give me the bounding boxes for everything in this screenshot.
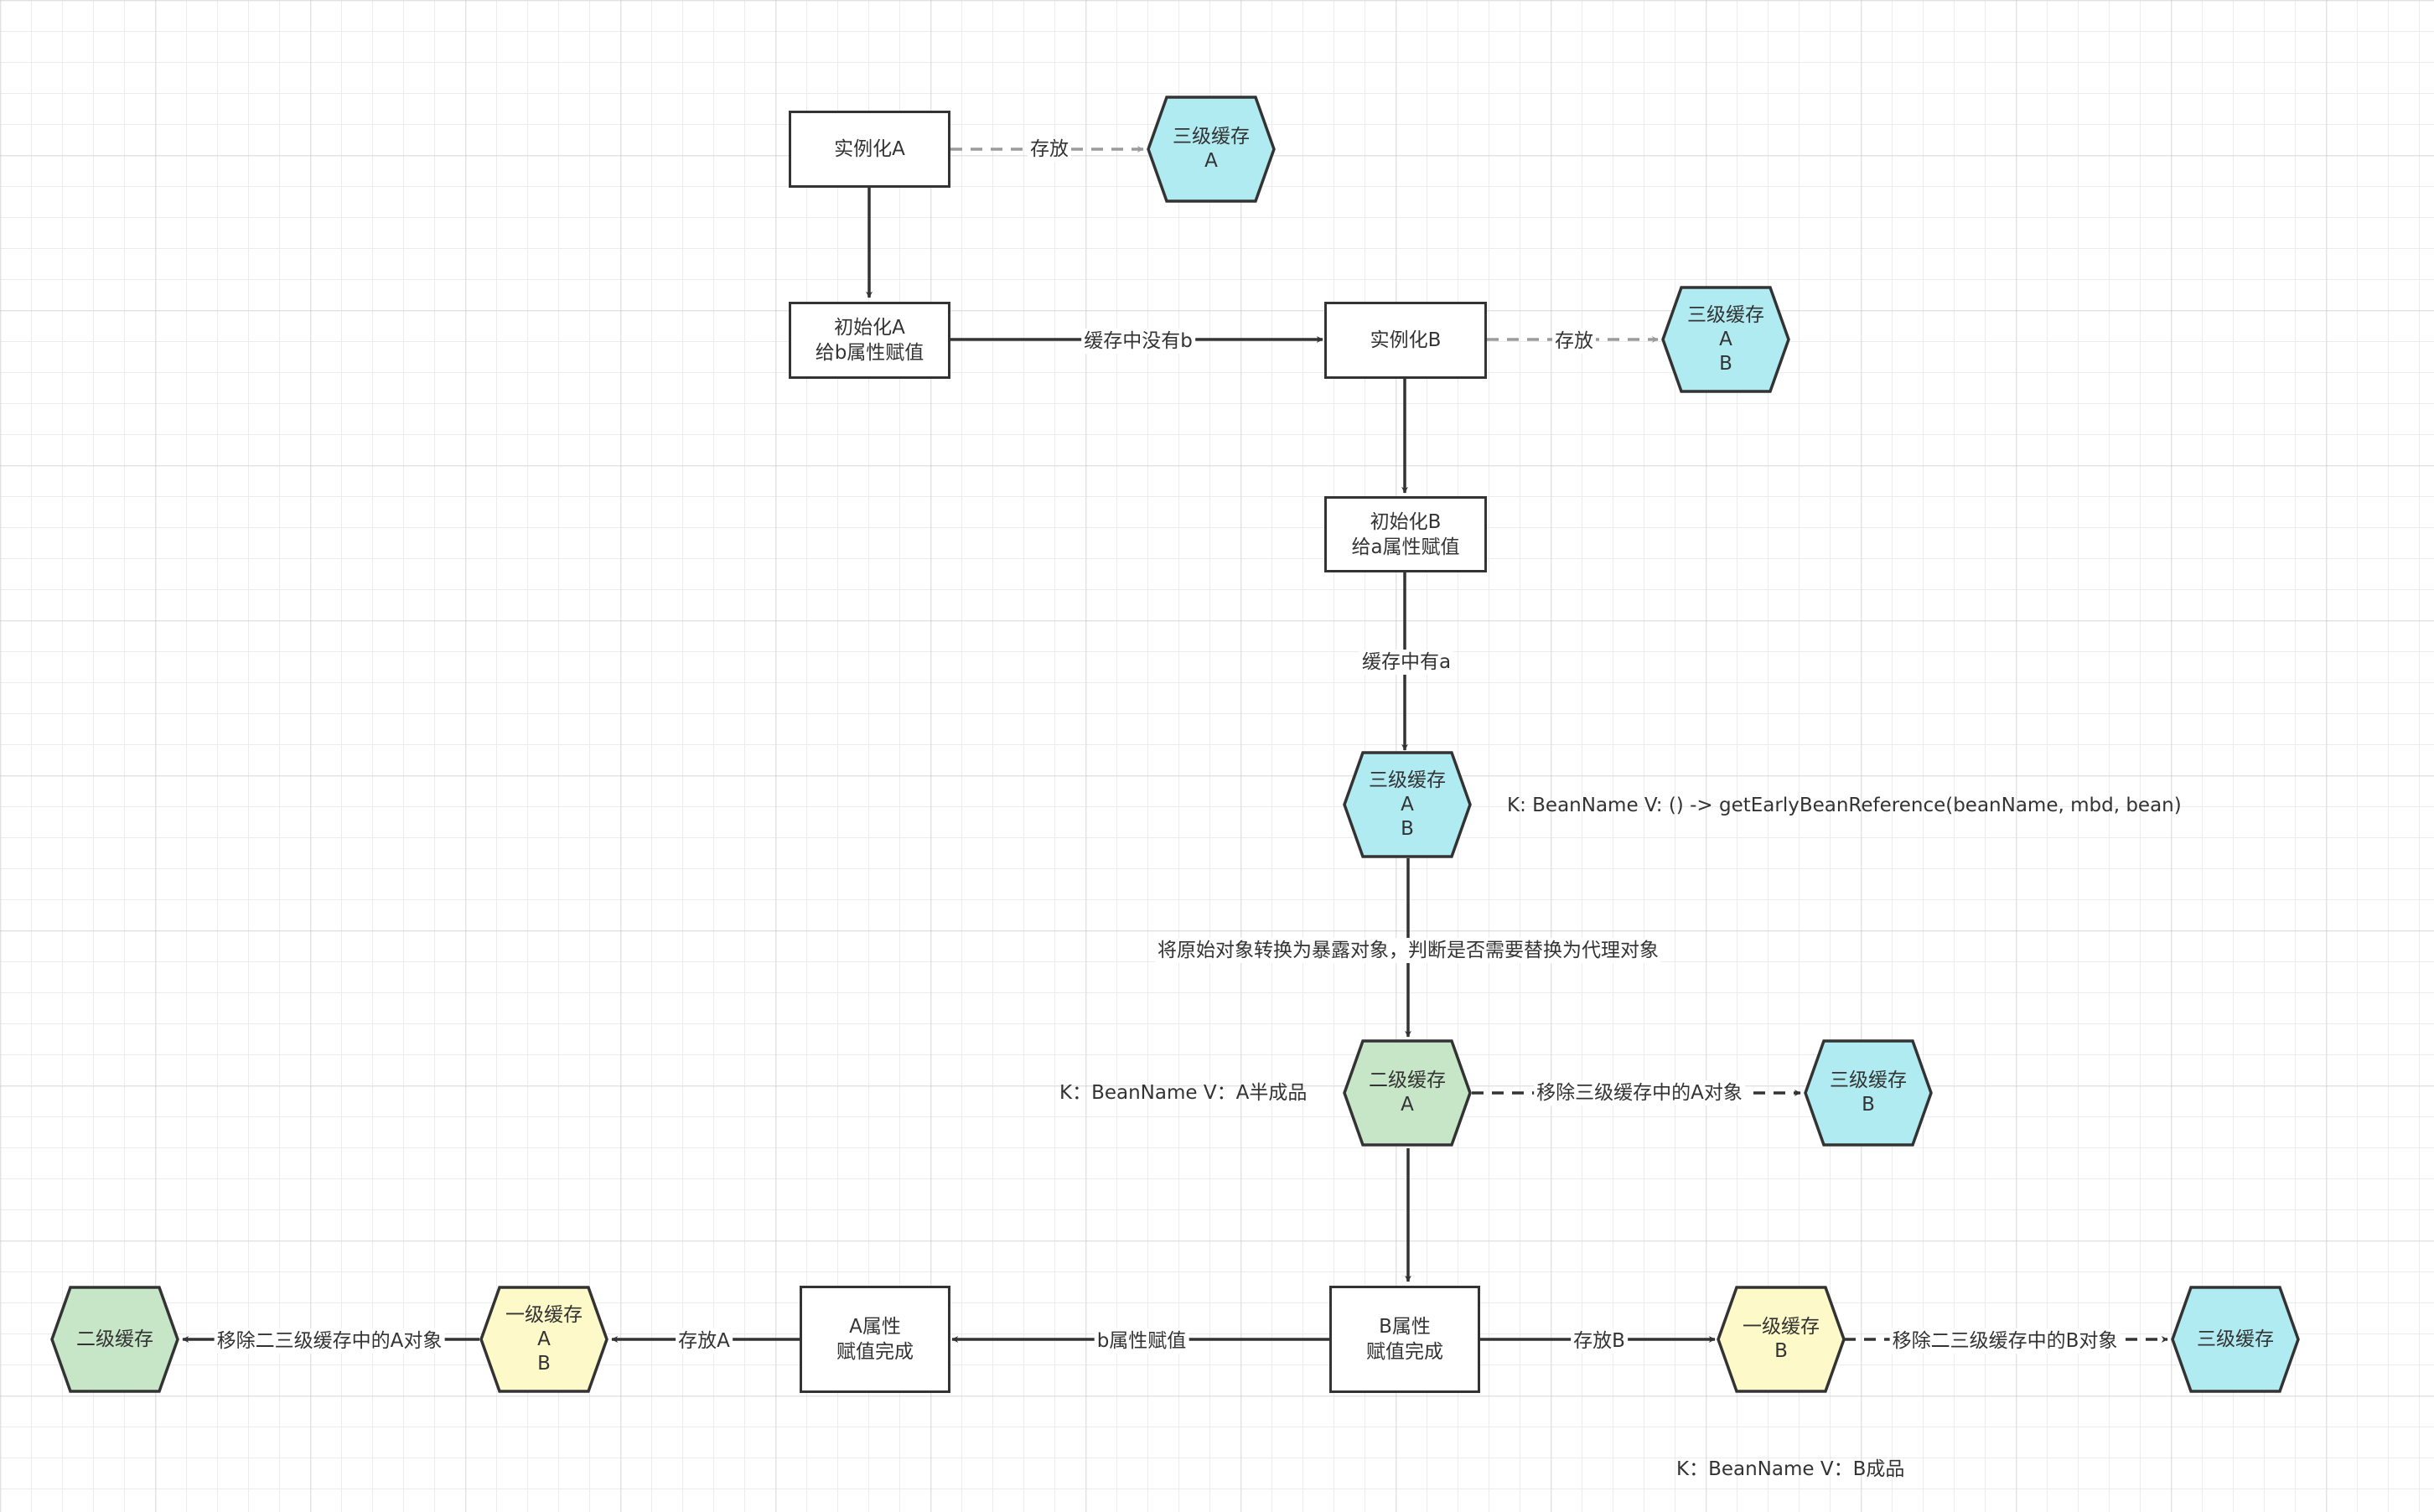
- node-label-line2: 给a属性赋值: [1351, 536, 1460, 558]
- cache-title: 三级缓存: [1830, 1069, 1907, 1091]
- node-label-line1: B属性: [1379, 1316, 1431, 1338]
- edge-label-store-b-bottom: 存放B: [1571, 1328, 1628, 1354]
- cache-title: 三级缓存: [1173, 126, 1250, 148]
- cache-entry: A: [1204, 150, 1218, 172]
- edge-label-remove-a-from-l3: 移除三级缓存中的A对象: [1534, 1080, 1745, 1106]
- cache1-ab[interactable]: 一级缓存 A B: [479, 1286, 608, 1393]
- cache-entry: B: [1774, 1340, 1788, 1362]
- cache2-empty[interactable]: 二级缓存: [50, 1286, 179, 1393]
- cache-entry: A: [537, 1328, 551, 1350]
- node-init-b[interactable]: 初始化B 给a属性赋值: [1324, 496, 1487, 572]
- cache1-b[interactable]: 一级缓存 B: [1717, 1286, 1846, 1393]
- hexagon-shape: [2171, 1286, 2300, 1393]
- node-instantiate-a[interactable]: 实例化A: [789, 111, 950, 188]
- cache-title: 二级缓存: [76, 1328, 153, 1350]
- cache3-ab-top[interactable]: 三级缓存 A B: [1661, 286, 1790, 393]
- hexagon-shape: [1343, 1039, 1472, 1147]
- cache3-a-top[interactable]: 三级缓存 A: [1147, 96, 1276, 203]
- cache-title: 一级缓存: [505, 1303, 583, 1326]
- node-label-line1: A属性: [849, 1316, 901, 1338]
- hexagon-shape: [1717, 1286, 1846, 1393]
- cache-entry: B: [1719, 352, 1732, 375]
- cache-title: 三级缓存: [2197, 1328, 2274, 1350]
- edge-label-convert-exposed: 将原始对象转换为暴露对象，判断是否需要替换为代理对象: [1155, 938, 1661, 963]
- edge-label-store-b-top: 存放: [1552, 329, 1596, 354]
- hexagon-shape: [1804, 1039, 1933, 1147]
- hexagon-shape: [1147, 96, 1276, 203]
- cache-entry: A: [1401, 1094, 1414, 1116]
- edge-label-store-a: 存放: [1028, 137, 1071, 162]
- edge-label-store-a-bottom: 存放A: [676, 1328, 733, 1354]
- node-label-line1: 初始化A: [834, 317, 905, 339]
- cache-title: 二级缓存: [1369, 1069, 1446, 1091]
- edge-label-no-b-in-cache: 缓存中没有b: [1081, 329, 1195, 354]
- cache-title: 一级缓存: [1743, 1316, 1820, 1338]
- node-label: 实例化A: [834, 138, 905, 160]
- node-label-line2: 给b属性赋值: [815, 342, 924, 364]
- node-label: 实例化B: [1370, 329, 1442, 351]
- hexagon-shape: [50, 1286, 179, 1393]
- hexagon-shape: [1343, 751, 1472, 858]
- node-label-line2: 赋值完成: [836, 1341, 914, 1363]
- cache3-ab-mid[interactable]: 三级缓存 A B: [1343, 751, 1472, 858]
- cache-entry: B: [1401, 817, 1414, 840]
- node-init-a[interactable]: 初始化A 给b属性赋值: [789, 302, 950, 379]
- cache2-a[interactable]: 二级缓存 A: [1343, 1039, 1472, 1147]
- cache-entry: B: [537, 1352, 551, 1375]
- hexagon-shape: [1661, 286, 1790, 393]
- cache3-empty[interactable]: 三级缓存: [2171, 1286, 2300, 1393]
- note-l1-kv: K：BeanName V：B成品: [1676, 1458, 1905, 1480]
- hexagon-shape: [479, 1286, 608, 1393]
- node-instantiate-b[interactable]: 实例化B: [1324, 302, 1487, 379]
- edge-label-remove-a-from-l23: 移除二三级缓存中的A对象: [214, 1328, 445, 1354]
- node-label-line2: 赋值完成: [1366, 1341, 1443, 1363]
- note-l3-kv: K: BeanName V: () -> getEarlyBeanReferen…: [1507, 795, 2182, 816]
- edge-label-remove-b-from-l23: 移除二三级缓存中的B对象: [1889, 1328, 2121, 1354]
- cache-title: 三级缓存: [1369, 769, 1446, 791]
- edge-label-b-attr-assign: b属性赋值: [1094, 1328, 1189, 1354]
- node-a-attr-done[interactable]: A属性 赋值完成: [800, 1286, 950, 1393]
- node-b-attr-done[interactable]: B属性 赋值完成: [1329, 1286, 1480, 1393]
- cache3-b[interactable]: 三级缓存 B: [1804, 1039, 1933, 1147]
- cache-entry: A: [1719, 328, 1732, 350]
- cache-entry: A: [1401, 793, 1414, 816]
- edge-label-has-a-in-cache: 缓存中有a: [1359, 650, 1454, 675]
- node-label-line1: 初始化B: [1370, 510, 1442, 533]
- note-l2-kv: K：BeanName V：A半成品: [1059, 1082, 1308, 1104]
- cache-entry: B: [1862, 1094, 1875, 1116]
- cache-title: 三级缓存: [1687, 303, 1764, 326]
